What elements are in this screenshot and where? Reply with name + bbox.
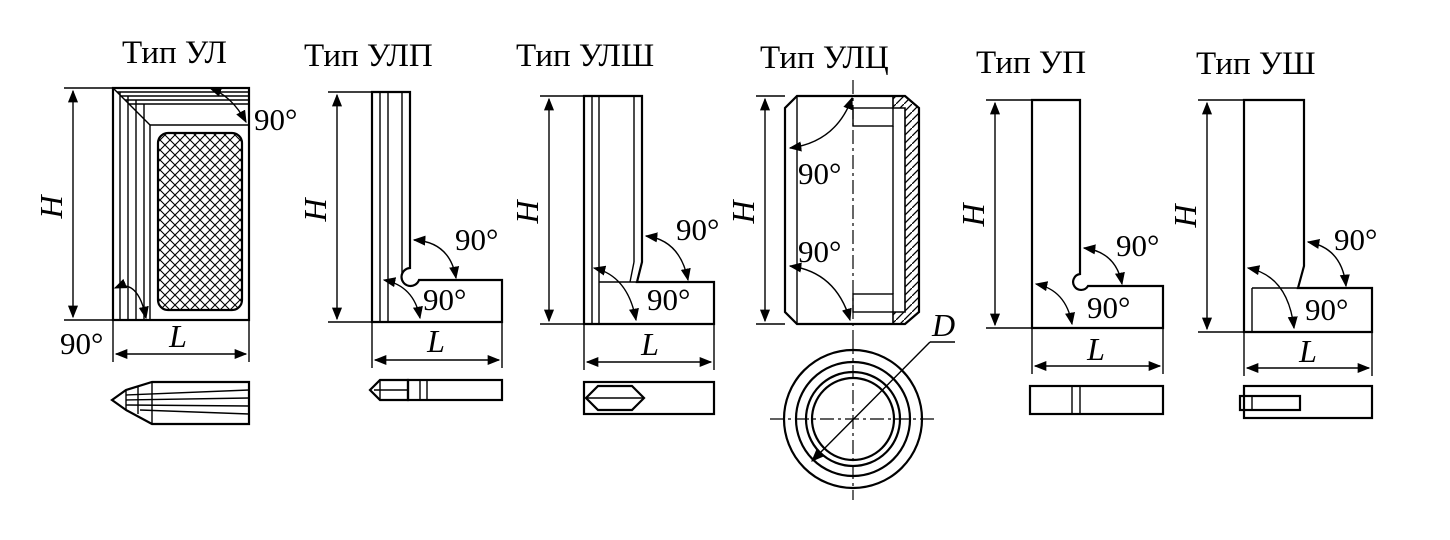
type-ul: Тип УЛ H L 90° xyxy=(33,35,297,426)
ulsh-dim-h: H xyxy=(509,95,584,325)
label-l-ulp: L xyxy=(426,323,445,359)
up-plan-view xyxy=(1028,384,1165,416)
ulsh-angle-lower: 90° xyxy=(647,282,690,317)
ulc-angle-lower: 90° xyxy=(798,234,841,269)
ush-angle-upper: 90° xyxy=(1334,222,1377,257)
ush-angle-arc-upper xyxy=(1306,239,1350,288)
label-d-ulc: D xyxy=(931,307,955,343)
title-up: Тип УП xyxy=(976,45,1086,81)
ulp-angle-upper: 90° xyxy=(455,222,498,257)
title-ulc: Тип УЛЦ xyxy=(760,40,889,76)
ul-dim-h: H xyxy=(33,87,113,321)
type-ush: Тип УШ H L 90° 90° xyxy=(1167,46,1377,420)
ush-dim-h: H xyxy=(1167,99,1244,333)
label-h-ulc: H xyxy=(725,199,761,225)
label-l-ulsh: L xyxy=(640,326,659,362)
ulp-angle-lower: 90° xyxy=(423,282,466,317)
label-h-ush: H xyxy=(1167,203,1203,229)
ulsh-plan-view xyxy=(582,380,716,416)
title-ush: Тип УШ xyxy=(1196,46,1316,82)
ulc-dim-h: H xyxy=(725,95,785,325)
ulp-dim-h: H xyxy=(297,91,372,323)
ul-angle-arc-top xyxy=(208,87,247,124)
label-l-ush: L xyxy=(1298,333,1317,369)
ulc-angle-arc-lower xyxy=(788,262,852,322)
ulsh-angle-upper: 90° xyxy=(676,212,719,247)
label-h-up: H xyxy=(955,202,991,228)
type-up: Тип УП H L 90° 90° xyxy=(955,45,1165,416)
up-angle-arc-upper xyxy=(1082,244,1125,286)
title-ul: Тип УЛ xyxy=(122,35,227,71)
ulc-angle-upper: 90° xyxy=(798,156,841,191)
ul-body xyxy=(111,86,251,322)
ulc-body xyxy=(783,80,921,340)
ulp-angle-arc-lower xyxy=(382,277,423,320)
label-h-ulp: H xyxy=(297,197,333,223)
label-l-ul: L xyxy=(168,318,187,354)
up-angle-upper: 90° xyxy=(1116,228,1159,263)
ul-plan-view xyxy=(110,380,251,426)
ush-dim-l: L xyxy=(1243,332,1373,376)
up-body xyxy=(1030,98,1165,330)
ulp-plan-view xyxy=(368,378,504,402)
ul-angle-top: 90° xyxy=(254,102,297,137)
title-ulp: Тип УЛП xyxy=(304,38,433,74)
ul-angle-arc-bottom xyxy=(113,278,149,320)
ul-dim-l: L xyxy=(112,318,250,362)
label-h-ulsh: H xyxy=(509,199,545,225)
ul-angle-bottom: 90° xyxy=(60,326,103,361)
up-dim-l: L xyxy=(1031,328,1164,374)
ulc-plan-view: D xyxy=(770,307,955,500)
ush-angle-lower: 90° xyxy=(1305,292,1348,327)
ulsh-dim-l: L xyxy=(583,324,715,370)
type-ulc: Тип УЛЦ H 90° 90° D xyxy=(725,40,955,500)
type-ulsh: Тип УЛШ H L 90° 90° xyxy=(509,38,719,416)
title-ulsh: Тип УЛШ xyxy=(516,38,654,74)
type-ulp: Тип УЛП H L 90° 90° xyxy=(297,38,504,402)
ulp-dim-l: L xyxy=(371,322,503,368)
ulc-angle-arc-upper xyxy=(788,96,853,152)
label-h-ul: H xyxy=(33,194,69,220)
ulsh-angle-arc-lower xyxy=(592,265,639,322)
ush-angle-arc-lower xyxy=(1246,265,1298,330)
ush-plan-view xyxy=(1238,384,1374,420)
ulsh-angle-arc-upper xyxy=(644,232,691,282)
up-angle-lower: 90° xyxy=(1087,290,1130,325)
ulp-angle-arc-upper xyxy=(412,235,460,280)
label-l-up: L xyxy=(1086,331,1105,367)
knurled-grip xyxy=(156,131,244,312)
up-angle-arc-lower xyxy=(1034,281,1075,326)
up-dim-h: H xyxy=(955,99,1032,329)
